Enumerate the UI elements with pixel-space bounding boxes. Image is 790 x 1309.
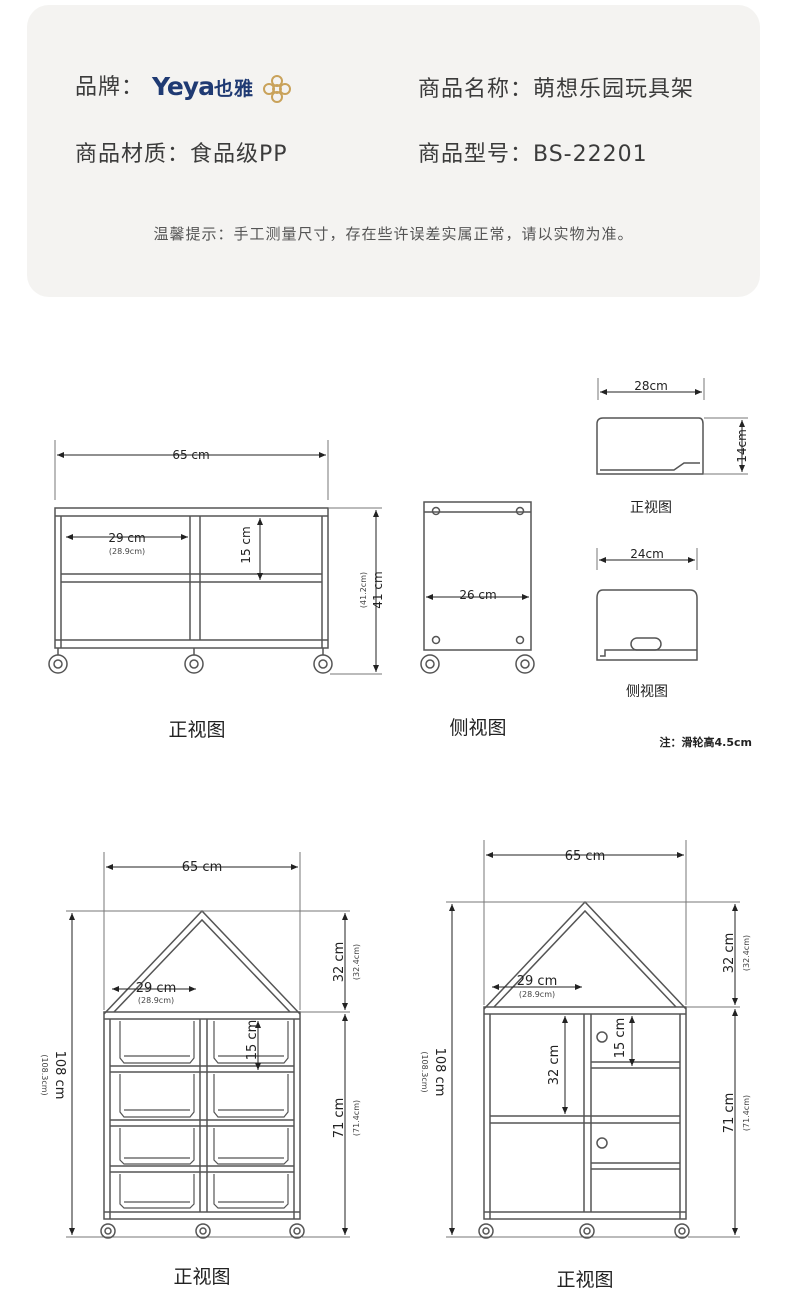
house-left-total-sub: (108.3cm) [40,1054,49,1095]
material-label: 商品材质： [75,142,191,167]
house-left-total-label: 108 cm [52,1051,67,1100]
top-front-width-label: 65 cm [172,448,209,462]
caster-icon [420,654,440,674]
bin-front-height-label: 14cm [735,429,749,463]
top-side-caption: 侧视图 [449,717,506,739]
house-shelves-front-view [446,840,740,1239]
caster-icon [579,1223,595,1239]
house-left-roof-sub: (32.4cm) [352,944,361,980]
caster-icon [515,654,535,674]
bin-handle-icon [630,637,662,651]
bin-side-caption: 侧视图 [626,684,668,700]
house-left-roof-label: 32 cm [332,942,347,983]
peg-hole-icon [596,1031,608,1043]
model-row: 商品型号：BS-22201 [418,136,648,168]
caster-icon [674,1223,690,1239]
material-value: 食品级PP [190,142,288,167]
house-bins-front-view [66,852,350,1239]
product-info-card: 品牌： Yeya也雅 商品名称：萌想乐园玩具架 商品材质：食品级PP 商品型号：… [27,5,760,297]
top-front-view [48,440,382,675]
brand-row: 品牌： Yeya也雅 [75,69,292,104]
bin-side-width-label: 24cm [630,547,664,561]
top-front-shelf-label: 15 cm [239,526,253,563]
top-side-depth-label: 26 cm [459,588,496,602]
house-right-shelf-label: 15 cm [613,1018,628,1059]
house-right-total-label: 108 cm [432,1048,447,1097]
caster-icon [195,1223,211,1239]
house-right-body-label: 71 cm [722,1093,737,1134]
house-left-body-sub: (71.4cm) [352,1100,361,1136]
caster-icon [478,1223,494,1239]
house-right-total-sub: (108.3cm) [420,1051,429,1092]
brand-logo-cn: 也雅 [213,78,254,100]
bin-front-width-label: 28cm [634,379,668,393]
name-label: 商品名称： [418,77,534,102]
name-row: 商品名称：萌想乐园玩具架 [418,71,694,103]
name-value: 萌想乐园玩具架 [533,77,695,102]
brand-logo-word: Yeya [152,72,215,101]
caster-icon [48,648,68,674]
material-row: 商品材质：食品级PP [75,136,288,168]
house-left-body-label: 71 cm [332,1098,347,1139]
model-label: 商品型号： [418,142,534,167]
caster-note: 注：滑轮高4.5cm [660,735,752,749]
flower-logo-icon [262,75,291,103]
house-right-compartment-label: 32 cm [547,1045,562,1086]
house-left-bin-label: 29 cm [136,981,177,996]
top-side-view [420,501,535,674]
top-front-height-label: 41 cm [371,571,385,608]
house-right-caption: 正视图 [556,1269,613,1291]
house-right-roof-label: 32 cm [722,933,737,974]
top-front-caption: 正视图 [168,719,225,741]
bin-side-view [596,548,698,661]
caster-icon [100,1223,116,1239]
house-right-roof-sub: (32.4cm) [742,935,751,971]
top-front-height-sub: (41.2cm) [359,572,368,608]
caster-icon [184,648,204,674]
peg-hole-icon [596,1137,608,1149]
house-right-bin-label: 29 cm [517,974,558,989]
house-right-body-sub: (71.4cm) [742,1095,751,1131]
house-left-bin-sub: (28.9cm) [138,996,174,1005]
house-right-bin-sub: (28.9cm) [519,990,555,999]
caster-icon [289,1223,305,1239]
bin-front-caption: 正视图 [630,500,672,516]
house-right-width-label: 65 cm [565,849,606,864]
brand-logo: Yeya也雅 [152,72,292,104]
measurement-tip: 温馨提示：手工测量尺寸，存在些许误差实属正常，请以实物为准。 [153,225,634,243]
storage-bin-icons [119,1021,289,1209]
house-left-caption: 正视图 [173,1266,230,1288]
model-value: BS-22201 [533,142,648,167]
brand-label: 品牌： [75,75,145,100]
caster-icon [313,648,333,674]
house-left-shelf-label: 15 cm [245,1020,260,1061]
top-front-bin-label: 29 cm [108,531,145,545]
top-front-bin-sub: (28.9cm) [109,547,145,556]
house-left-width-label: 65 cm [182,860,223,875]
bin-front-view [596,378,748,475]
